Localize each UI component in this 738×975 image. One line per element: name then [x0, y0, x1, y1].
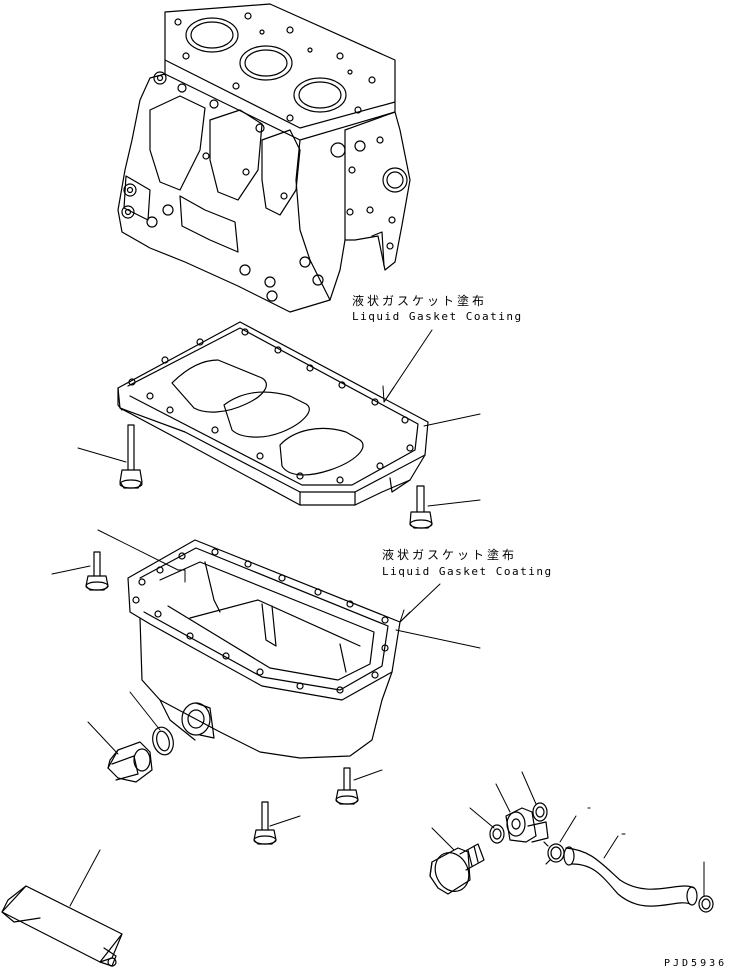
lower-gasket-note-en: Liquid Gasket Coating: [382, 565, 553, 578]
oil-pan-bolt-center: [336, 768, 358, 804]
flange-bolt-left-lower: [86, 552, 108, 590]
elbow-fitting: [506, 808, 548, 842]
drain-plug: [108, 742, 152, 782]
drain-plug-gasket: [150, 725, 177, 757]
drawing-code: PJD5936: [664, 958, 728, 969]
hose-clamp-end: [699, 896, 713, 912]
cylinder-block: [118, 4, 410, 312]
upper-gasket-note-en: Liquid Gasket Coating: [352, 310, 523, 323]
washer-2: [533, 803, 547, 821]
flange-bolt-left-upper: [120, 425, 142, 488]
leader-lines: [52, 330, 704, 906]
upper-oil-pan: [118, 322, 428, 505]
lower-gasket-note-ja: 液状ガスケット塗布: [382, 548, 518, 562]
flange-bolt-right-upper: [410, 486, 432, 528]
oil-pan: [128, 540, 400, 758]
washer-1: [490, 825, 504, 843]
liquid-gasket-tube: [2, 886, 122, 966]
joint-bolt: [429, 844, 484, 897]
oil-pan-bolt-long: [254, 802, 276, 844]
breather-hose: [564, 847, 697, 906]
hose-clamp: [544, 842, 564, 864]
upper-gasket-note-ja: 液状ガスケット塗布: [352, 294, 488, 308]
